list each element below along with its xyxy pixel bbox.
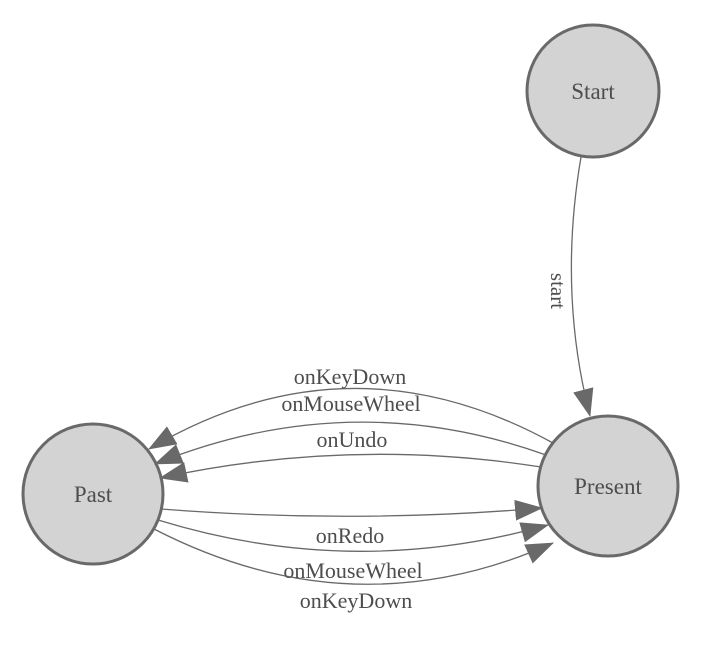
edge-label-onundo: onUndo (317, 427, 388, 452)
state-node-start-label: Start (571, 79, 615, 104)
edge-label-onmousewheel-top: onMouseWheel (281, 391, 420, 416)
edge-past-to-present-onkeydown (153, 528, 554, 585)
edge-past-to-present-onmousewheel (157, 519, 549, 552)
edge-label-onredo: onRedo (316, 523, 384, 548)
edge-start-to-present (570, 156, 594, 418)
edge-present-to-past-onkeydown (148, 387, 554, 450)
edge-past-to-present-onredo (160, 499, 544, 521)
edge-present-to-past-onmousewheel (154, 421, 547, 465)
state-node-present-label: Present (574, 474, 642, 499)
edge-present-to-past-onundo (158, 453, 542, 483)
edge-label-onkeydown-top: onKeyDown (294, 364, 406, 389)
edge-label-start: start (546, 273, 570, 309)
edge-label-onkeydown-bottom: onKeyDown (300, 588, 412, 613)
state-node-past-label: Past (74, 482, 113, 507)
state-node-present[interactable] (536, 414, 680, 558)
state-node-start[interactable] (525, 23, 661, 159)
edge-label-onmousewheel-bottom: onMouseWheel (283, 558, 422, 583)
state-node-past[interactable] (21, 422, 165, 566)
